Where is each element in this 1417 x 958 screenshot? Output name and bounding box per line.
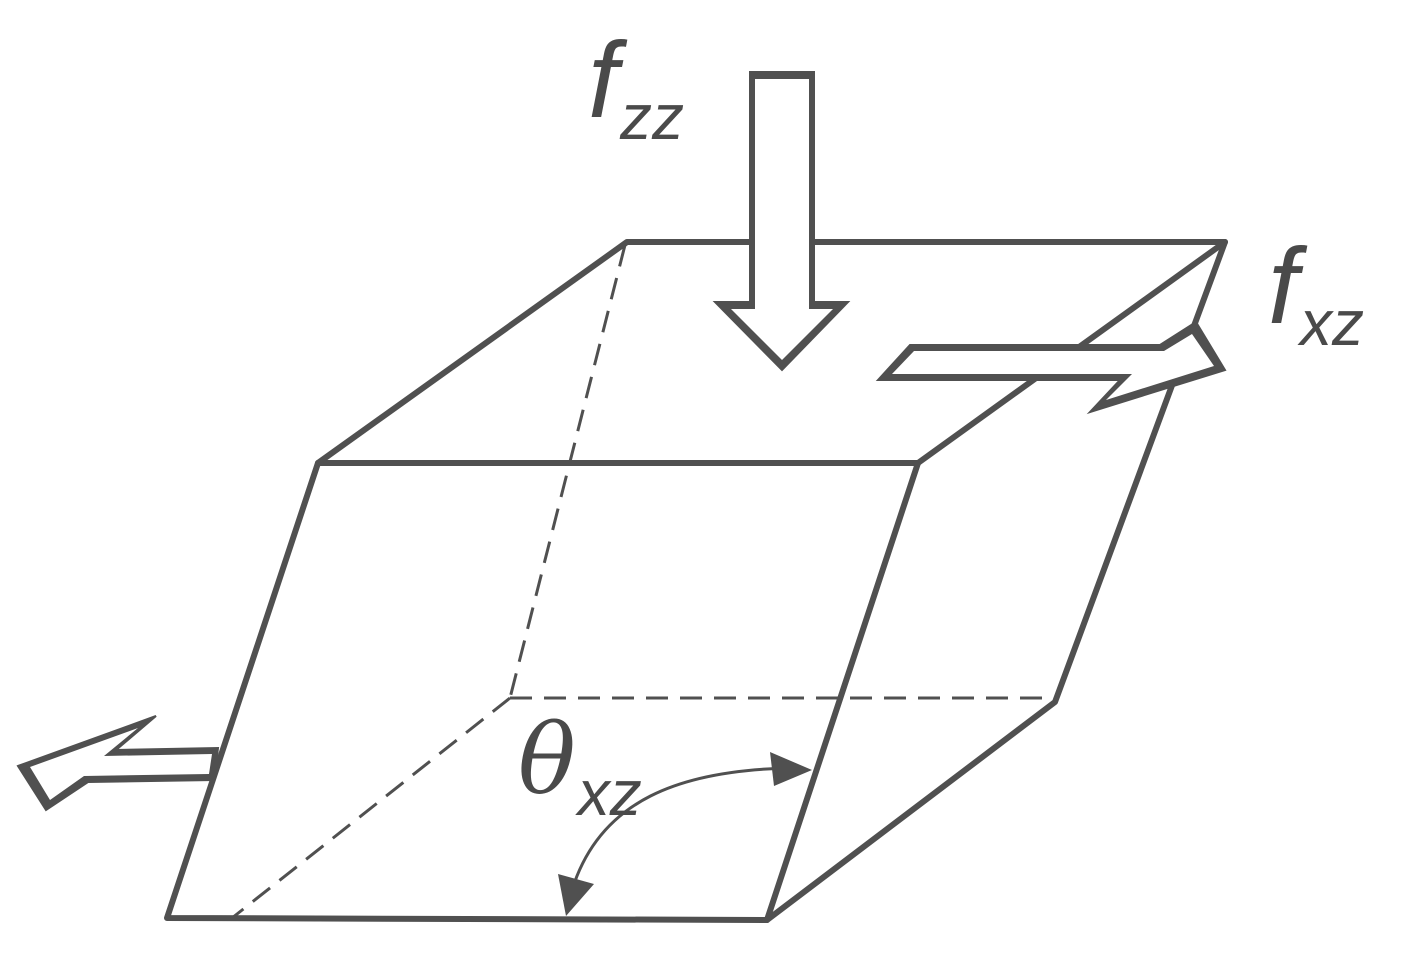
right-face-edges: [764, 239, 1228, 923]
arc-arrowhead-bottom: [558, 874, 594, 916]
arc-arrowhead-right: [770, 752, 812, 786]
normal-force-label: fzz: [588, 26, 684, 150]
visible-edges: [164, 239, 1228, 923]
shear-angle-indicator: [558, 752, 812, 916]
hidden-edge-bottom-depth: [231, 696, 511, 920]
shear-force-label: fxz: [1268, 232, 1364, 356]
hidden-edge-back-vertical: [508, 244, 627, 699]
front-face: [164, 460, 921, 923]
shear-force-subscript: xz: [1300, 287, 1365, 359]
normal-force-arrow: [712, 71, 851, 372]
shear-angle-symbol: θ: [518, 704, 576, 816]
normal-force-subscript: zz: [620, 81, 685, 153]
shear-angle-arc: [570, 766, 793, 891]
left-shear-arrow-inner: [30, 728, 212, 800]
right-shear-arrow: [875, 320, 1227, 415]
right-shear-arrow-inner: [892, 334, 1214, 400]
normal-force-symbol: f: [588, 19, 619, 140]
shear-angle-subscript: xz: [577, 757, 642, 829]
shear-angle-label: θxz: [518, 712, 642, 825]
left-shear-arrow: [16, 715, 220, 812]
shear-force-symbol: f: [1268, 225, 1299, 346]
normal-force-arrow-inner: [731, 79, 833, 360]
hidden-edges: [231, 244, 1055, 920]
